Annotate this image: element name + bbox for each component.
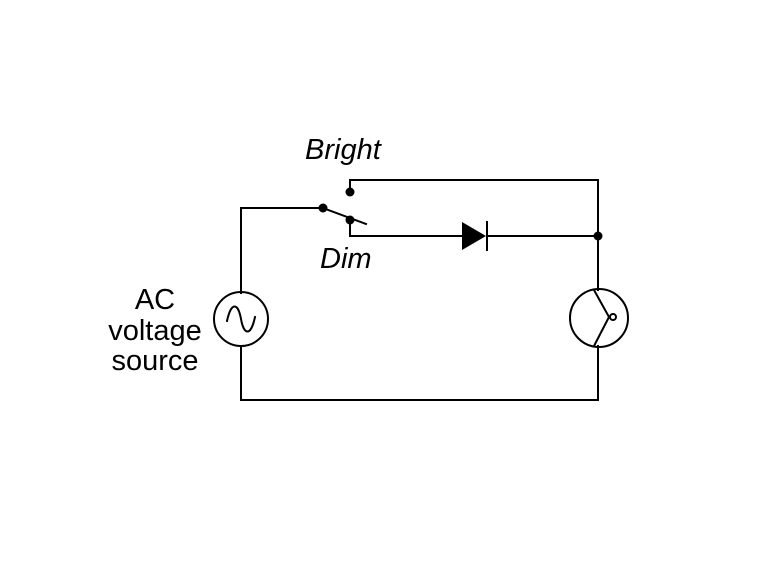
spdt-switch-icon [318, 187, 368, 226]
lamp-icon [569, 288, 629, 348]
wire-dim-to-diode [349, 219, 463, 237]
lamp-circle [569, 288, 629, 348]
wire-bottom-return [240, 345, 599, 401]
switch-lever [321, 206, 368, 226]
source-label-line1: AC [135, 284, 175, 316]
wire-source-to-switch [240, 207, 324, 294]
lamp-filament-tip [609, 313, 617, 321]
lamp-filament [592, 288, 611, 348]
diode-anode-triangle [462, 222, 486, 250]
switch-bright-terminal [345, 187, 355, 197]
diode-icon [462, 221, 488, 251]
junction-node [593, 231, 603, 241]
wires [240, 179, 599, 401]
wire-bright-path [349, 179, 599, 237]
bright-label: Bright [305, 134, 383, 166]
ac-voltage-source-icon [213, 291, 269, 347]
dim-label: Dim [320, 243, 372, 275]
source-circle [213, 291, 269, 347]
source-label-line3: source [111, 345, 198, 377]
source-label-line2: voltage [108, 315, 202, 347]
sine-wave-icon [225, 305, 257, 333]
